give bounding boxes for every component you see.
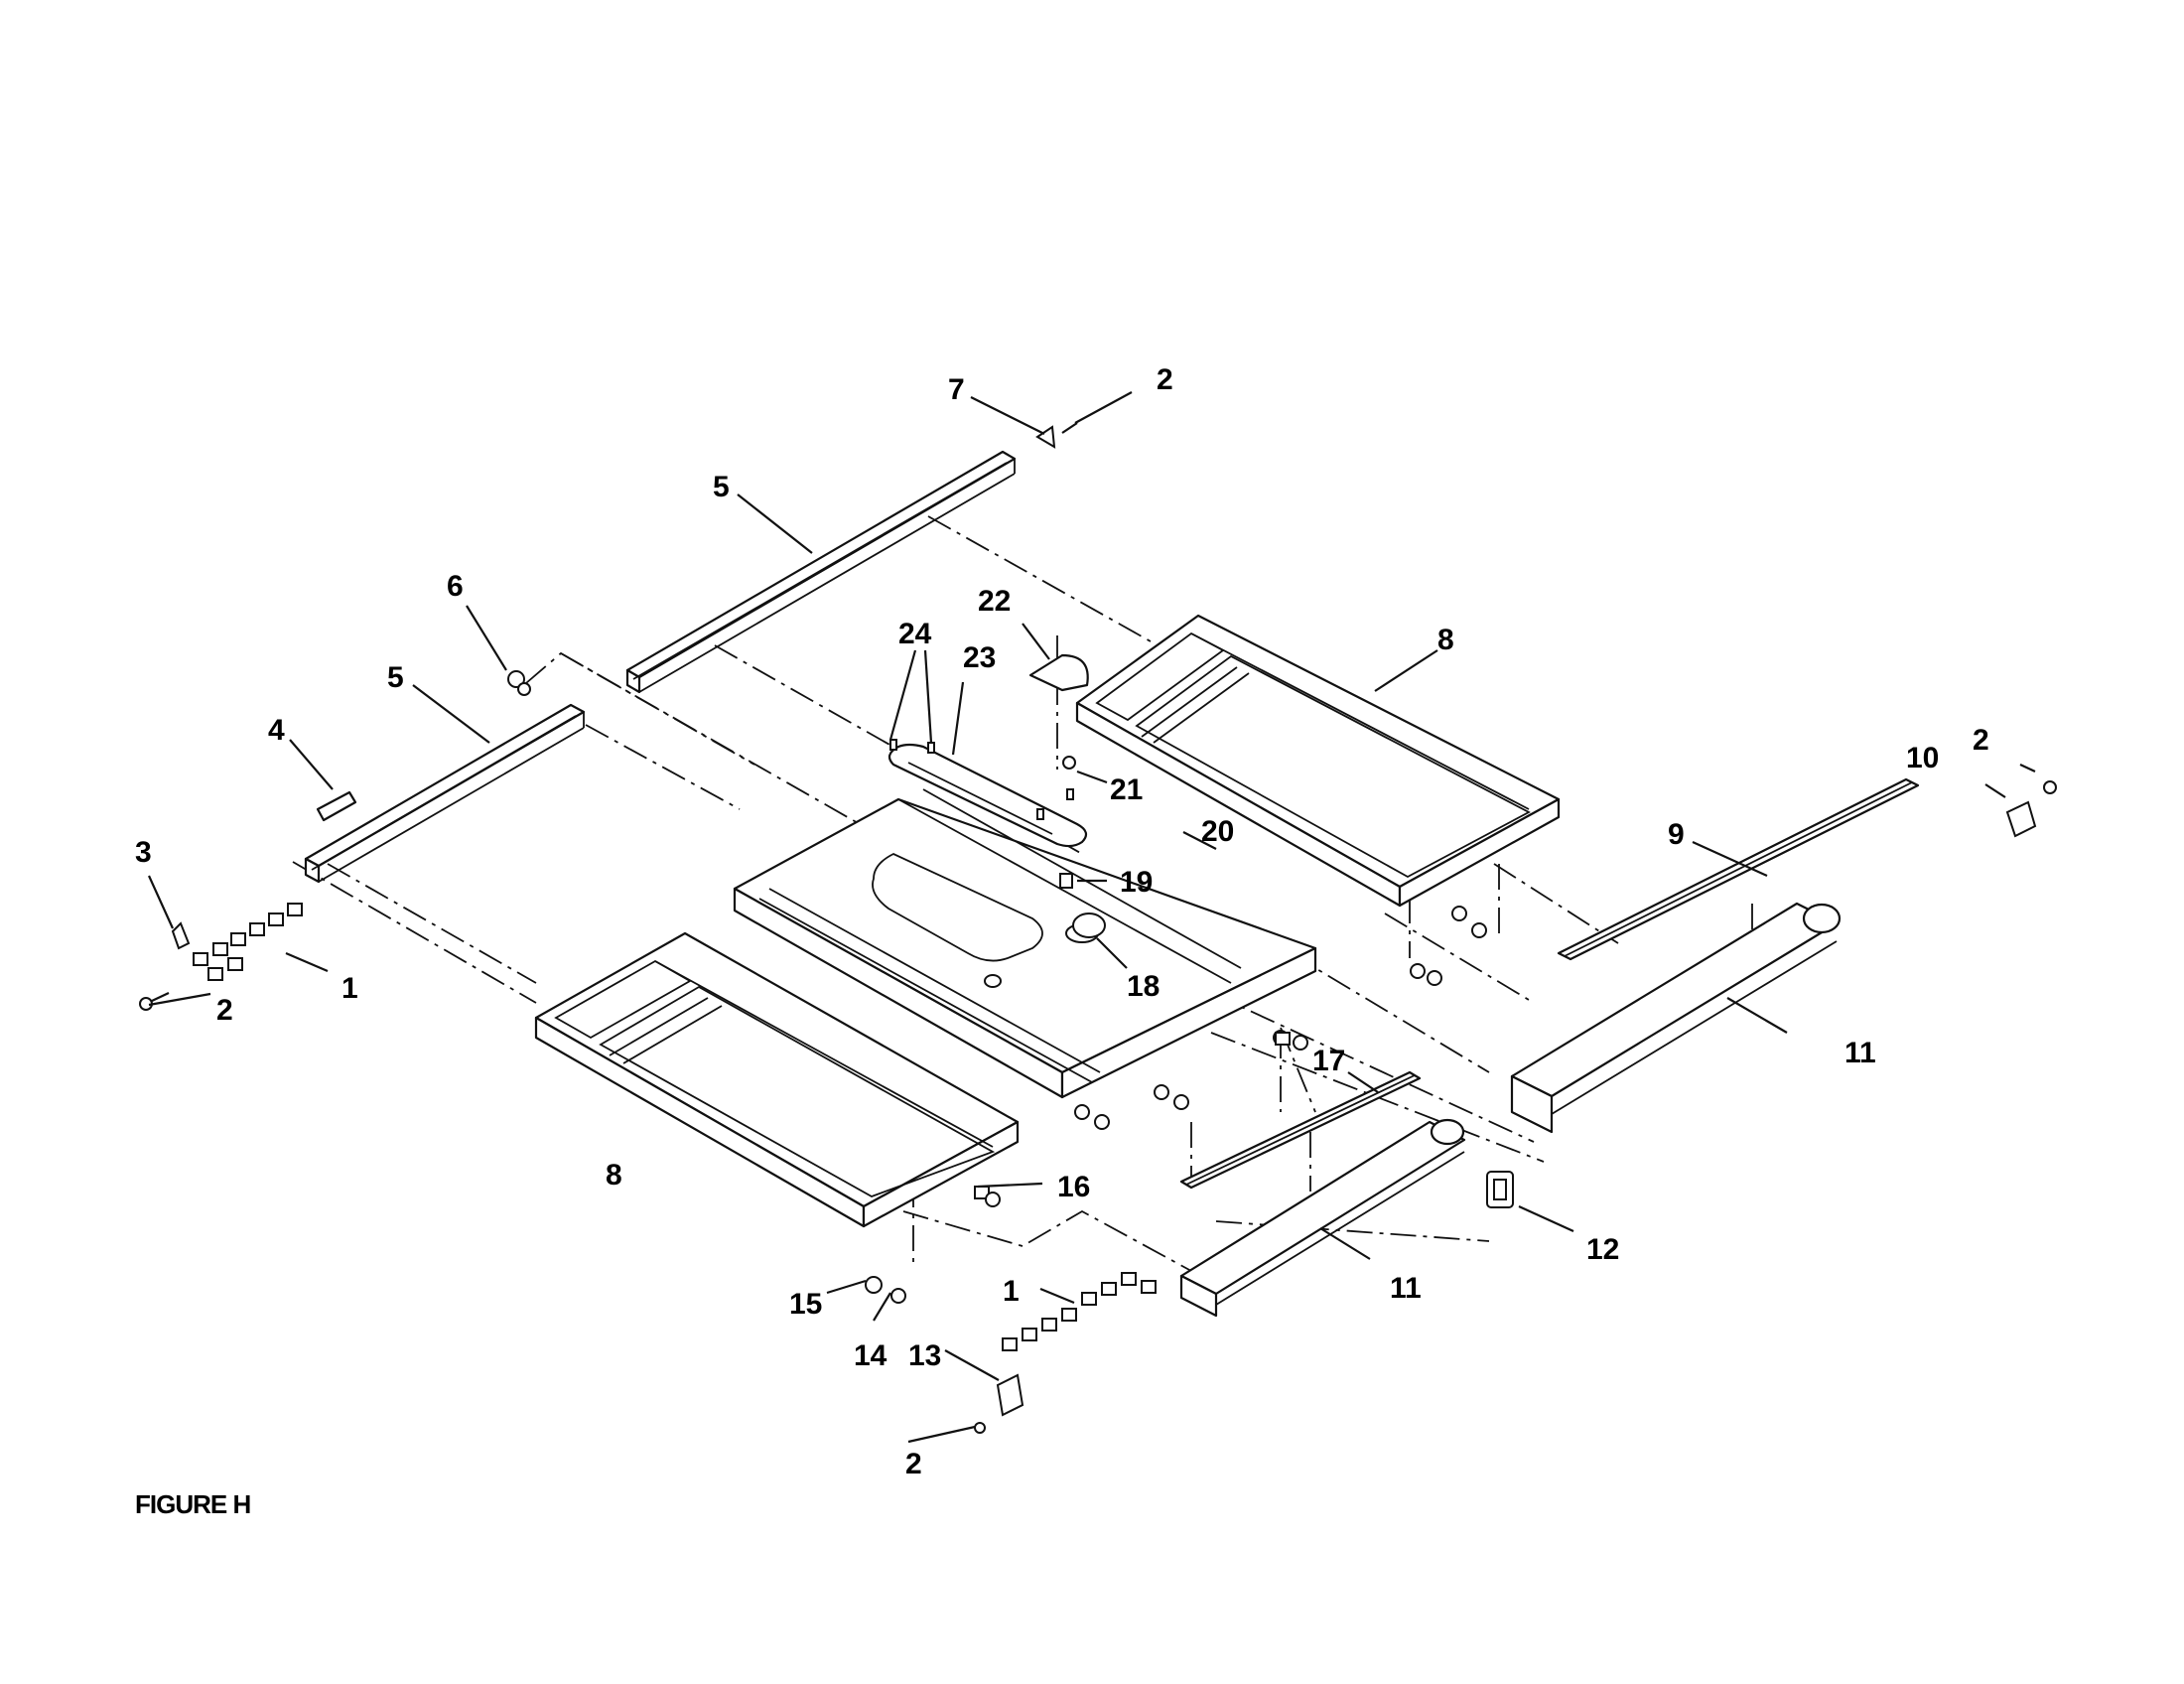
- callout-12: 12: [1586, 1233, 1619, 1266]
- extension-wing-left: [534, 931, 1020, 1228]
- rail-upper: [625, 450, 1017, 694]
- callout-2: 2: [1973, 724, 1989, 757]
- callout-19: 19: [1120, 866, 1153, 899]
- blade-guard-flap: [1028, 653, 1089, 692]
- callout-17: 17: [1312, 1045, 1345, 1077]
- throat-plate: [887, 743, 1088, 848]
- callout-21: 21: [1110, 773, 1143, 806]
- saw-table: [733, 788, 1317, 1099]
- callout-5: 5: [713, 471, 730, 503]
- carriage-bolts-left: [193, 903, 303, 981]
- callout-2: 2: [1157, 363, 1173, 396]
- rail-lower: [304, 703, 586, 884]
- callout-10: 10: [1906, 742, 1939, 774]
- callout-8: 8: [606, 1159, 622, 1192]
- scale-strip-9: [1557, 777, 1920, 961]
- hardware-left-group: [139, 903, 303, 1011]
- callout-4: 4: [268, 714, 285, 747]
- callout-2: 2: [216, 994, 233, 1027]
- callout-1: 1: [1003, 1275, 1020, 1308]
- screws-21-19-24: [889, 739, 1076, 988]
- callout-11: 11: [1390, 1272, 1422, 1305]
- callout-2: 2: [905, 1448, 922, 1480]
- scale-strip-17: [1179, 1070, 1422, 1190]
- extension-wing-right: [1075, 614, 1561, 908]
- callout-24: 24: [898, 618, 932, 650]
- callout-13: 13: [908, 1339, 941, 1372]
- callout-16: 16: [1057, 1171, 1090, 1203]
- callout-9: 9: [1668, 818, 1685, 851]
- callout-6: 6: [447, 570, 464, 603]
- rail-tube-lower: [1179, 1118, 1466, 1318]
- knob: [1072, 912, 1106, 938]
- bracket-6: [507, 670, 531, 696]
- callout-5: 5: [387, 661, 404, 694]
- callout-20: 20: [1201, 815, 1234, 848]
- callout-7: 7: [948, 373, 965, 406]
- callout-11: 11: [1844, 1037, 1876, 1069]
- callout-3: 3: [135, 836, 152, 869]
- bracket-7: [1035, 422, 1078, 449]
- callout-18: 18: [1127, 970, 1160, 1003]
- end-cap-12: [1486, 1171, 1514, 1208]
- end-cap-13: [974, 1373, 1024, 1434]
- callout-14: 14: [854, 1339, 887, 1372]
- rail-tube-right: [1510, 902, 1842, 1134]
- callout-8: 8: [1437, 624, 1454, 656]
- callouts: 2 7 5 6 5 4 3 2 1 24 22 23 21 20 19 18 8…: [135, 363, 1989, 1480]
- callout-22: 22: [978, 585, 1011, 618]
- callout-1: 1: [341, 972, 358, 1005]
- bolts-lower: [985, 1192, 1157, 1351]
- end-cap-10: [2005, 780, 2057, 838]
- leader-lines: [147, 391, 2036, 1444]
- callout-23: 23: [963, 641, 996, 674]
- nuts-and-washers: [865, 906, 1487, 1304]
- callout-15: 15: [789, 1288, 822, 1321]
- label-4: [316, 790, 357, 822]
- figure-caption: FIGURE H: [135, 1489, 251, 1519]
